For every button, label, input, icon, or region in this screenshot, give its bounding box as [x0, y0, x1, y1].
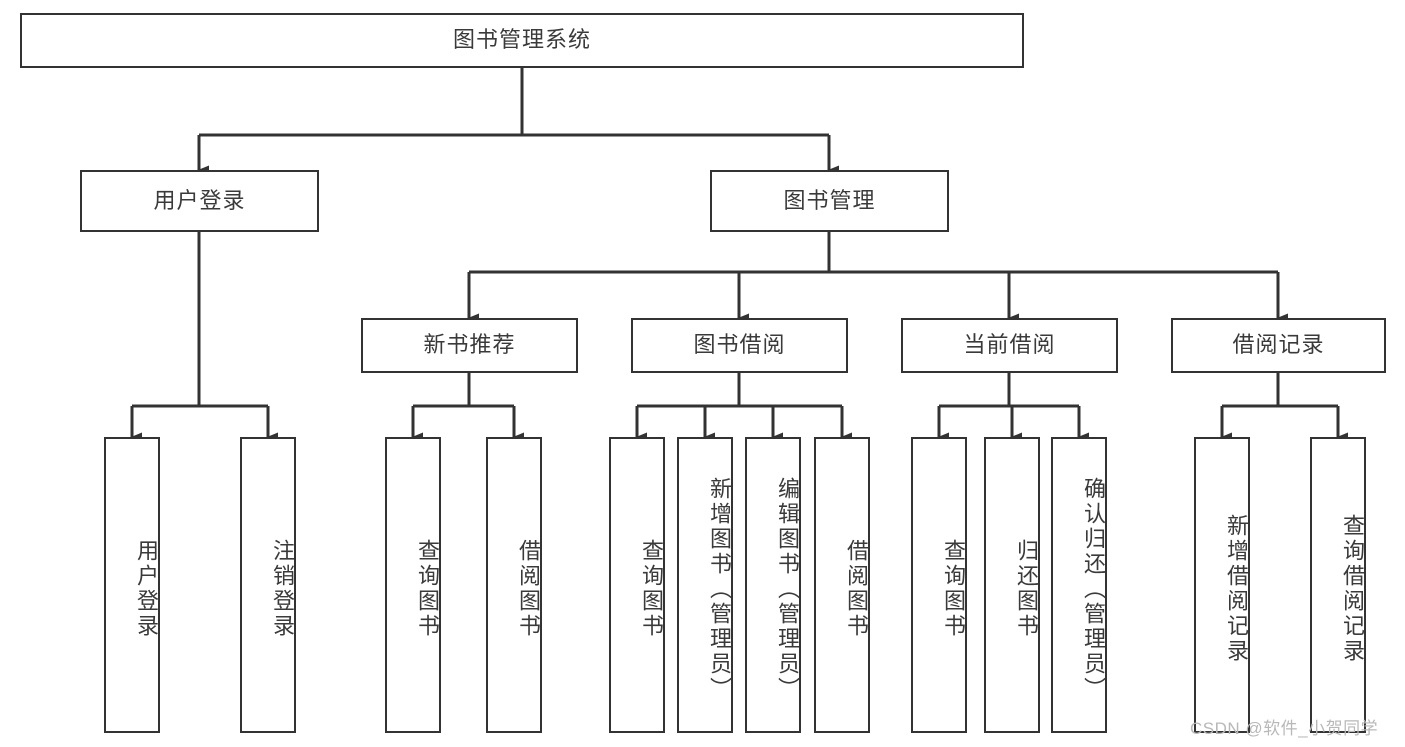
node-leaf-cur-return-book[interactable]: 归还图书 [984, 437, 1040, 733]
node-leaf-brw-borrow-book[interactable]: 借阅图书 [814, 437, 870, 733]
node-label: 借阅记录 [1232, 332, 1325, 358]
node-label: 注销登录 [270, 539, 295, 639]
node-leaf-rec-add-record[interactable]: 新增借阅记录 [1194, 437, 1250, 733]
node-label: 查询借阅记录 [1340, 514, 1365, 664]
node-label: 图书管理系统 [452, 27, 591, 53]
node-label: 确认归还（管理员） [1081, 476, 1106, 702]
node-leaf-user-logout[interactable]: 注销登录 [240, 437, 296, 733]
node-label: 新书推荐 [423, 332, 516, 358]
node-label: 借阅图书 [844, 539, 869, 639]
node-book-borrow[interactable]: 图书借阅 [631, 318, 848, 373]
node-leaf-brw-query-book[interactable]: 查询图书 [609, 437, 665, 733]
node-leaf-cur-confirm-return[interactable]: 确认归还（管理员） [1051, 437, 1107, 733]
node-leaf-brw-add-book[interactable]: 新增图书（管理员） [677, 437, 733, 733]
node-label: 编辑图书（管理员） [775, 476, 800, 702]
node-label: 新增借阅记录 [1224, 514, 1249, 664]
node-label: 归还图书 [1014, 539, 1039, 639]
node-label: 查询图书 [941, 539, 966, 639]
node-current-borrow[interactable]: 当前借阅 [901, 318, 1118, 373]
node-new-book-recommend[interactable]: 新书推荐 [361, 318, 578, 373]
node-leaf-rec-query-record[interactable]: 查询借阅记录 [1310, 437, 1366, 733]
node-user-login[interactable]: 用户登录 [80, 170, 319, 232]
connector-lines [130, 68, 1348, 442]
node-root[interactable]: 图书管理系统 [20, 13, 1024, 68]
node-leaf-user-login[interactable]: 用户登录 [104, 437, 160, 733]
node-label: 图书管理 [783, 187, 876, 213]
node-label: 用户登录 [134, 539, 159, 639]
node-leaf-cur-query-book[interactable]: 查询图书 [911, 437, 967, 733]
node-leaf-brw-edit-book[interactable]: 编辑图书（管理员） [745, 437, 801, 733]
node-borrow-record[interactable]: 借阅记录 [1171, 318, 1386, 373]
node-label: 查询图书 [415, 539, 440, 639]
node-book-manage[interactable]: 图书管理 [710, 170, 949, 232]
node-label: 当前借阅 [963, 332, 1056, 358]
node-label: 图书借阅 [693, 332, 786, 358]
node-label: 新增图书（管理员） [707, 476, 732, 702]
node-leaf-rec-query-book[interactable]: 查询图书 [385, 437, 441, 733]
node-leaf-rec-borrow-book[interactable]: 借阅图书 [486, 437, 542, 733]
node-label: 查询图书 [639, 539, 664, 639]
node-label: 借阅图书 [516, 539, 541, 639]
node-label: 用户登录 [153, 187, 246, 213]
